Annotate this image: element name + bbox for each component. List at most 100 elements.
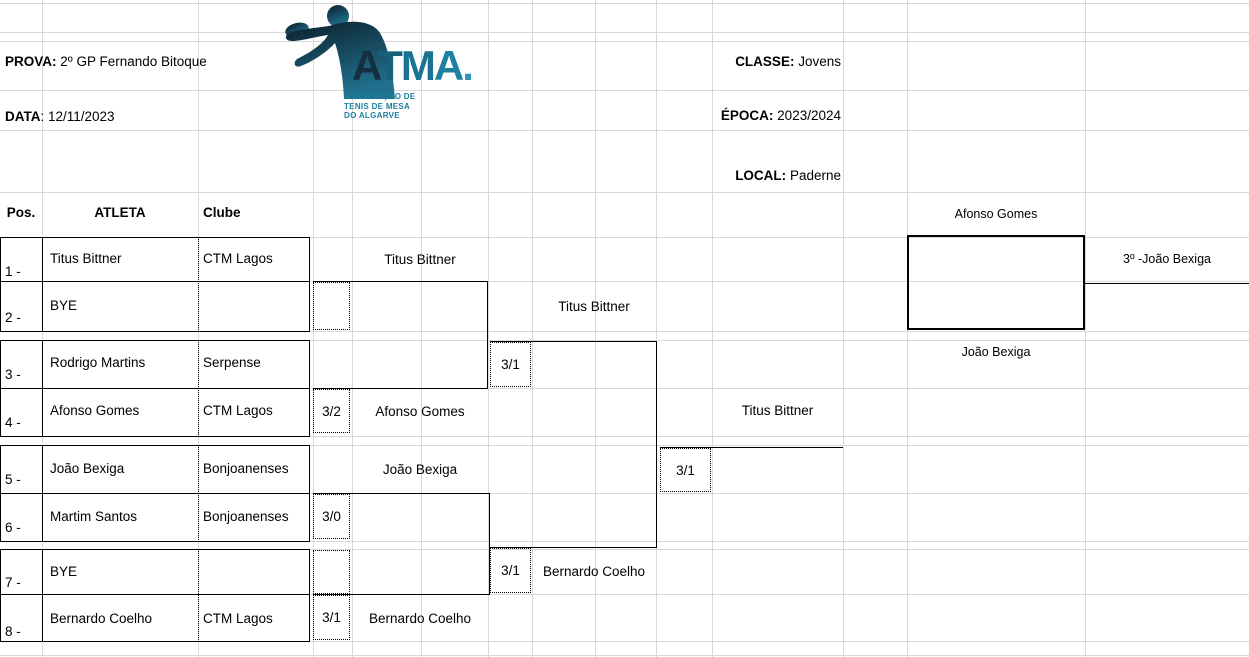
- score-box-qf2[interactable]: 3/2: [313, 389, 350, 433]
- pos-label: 3 -: [5, 367, 21, 382]
- sf1-winner-cell[interactable]: Titus Bittner: [558, 299, 630, 314]
- epoca-cell[interactable]: ÉPOCA: 2023/2024: [441, 107, 841, 125]
- qf1-winner-cell[interactable]: Titus Bittner: [384, 252, 456, 267]
- bracket-line-final: [660, 447, 843, 448]
- gridline-vertical: [421, 0, 422, 657]
- gridline-horizontal: [0, 655, 1249, 656]
- score-box-empty[interactable]: [313, 550, 350, 594]
- player-name-cell[interactable]: Afonso Gomes: [50, 403, 140, 418]
- pos-label: 2 -: [5, 310, 21, 325]
- player-name-cell[interactable]: Martim Santos: [50, 509, 138, 524]
- match-3-pos-border: [42, 445, 43, 542]
- pos-label: 7 -: [5, 575, 21, 590]
- third-place-top-cell[interactable]: Afonso Gomes: [954, 207, 1038, 221]
- bracket-line-qf4: [313, 594, 490, 595]
- col-header-clube[interactable]: Clube: [203, 205, 241, 220]
- gridline-vertical: [656, 0, 657, 657]
- atma-wordmark-letter: .: [462, 42, 474, 89]
- gridline-vertical: [843, 0, 844, 657]
- col-header-atleta[interactable]: ATLETA: [94, 205, 146, 220]
- local-label: LOCAL:: [735, 168, 787, 183]
- local-cell[interactable]: LOCAL: Paderne: [441, 167, 841, 185]
- gridline-horizontal: [0, 32, 1249, 33]
- score-box-sf1[interactable]: 3/1: [490, 342, 531, 387]
- match-1-club-separator: [198, 237, 199, 332]
- final-winner-cell[interactable]: Titus Bittner: [741, 403, 814, 418]
- gridline-horizontal: [0, 541, 1249, 542]
- match-box-4: [0, 549, 310, 642]
- epoca-label: ÉPOCA:: [720, 108, 774, 123]
- gridline-vertical: [488, 0, 489, 657]
- player-name-cell[interactable]: Titus Bittner: [50, 251, 122, 266]
- gridline-horizontal: [0, 3, 1249, 4]
- match-4-divider: [0, 594, 310, 595]
- atma-subtitle-line: DO ALGARVE: [344, 111, 400, 120]
- sf2-winner-cell[interactable]: Bernardo Coelho: [542, 564, 646, 579]
- gridline-horizontal: [0, 388, 1249, 389]
- match-2-divider: [0, 388, 310, 389]
- match-2-pos-border: [42, 340, 43, 437]
- score-box-qf4[interactable]: 3/1: [313, 595, 350, 640]
- gridline-horizontal: [0, 90, 1249, 91]
- player-club-cell[interactable]: Bonjoanenses: [203, 461, 289, 476]
- gridline-vertical: [352, 0, 353, 657]
- atma-wordmark-letter: A: [433, 42, 464, 89]
- gridline-horizontal: [0, 594, 1249, 595]
- gridline-vertical: [595, 0, 596, 657]
- bracket-line-qf34-join: [489, 493, 490, 595]
- gridline-vertical: [712, 0, 713, 657]
- classe-label: CLASSE:: [735, 54, 795, 69]
- third-place-bottom-cell[interactable]: João Bexiga: [961, 345, 1031, 359]
- atma-subtitle-line: TENIS DE MESA: [344, 101, 411, 111]
- player-name-cell[interactable]: João Bexiga: [50, 461, 125, 476]
- player-name-cell[interactable]: BYE: [50, 564, 78, 579]
- local-value: Paderne: [789, 168, 841, 183]
- match-3-club-separator: [198, 445, 199, 542]
- qf3-winner-cell[interactable]: João Bexiga: [382, 462, 458, 477]
- epoca-value: 2023/2024: [777, 108, 841, 123]
- prova-value: 2º GP Fernando Bitoque: [60, 54, 207, 69]
- player-name-cell[interactable]: BYE: [50, 298, 78, 313]
- player-name-cell[interactable]: Rodrigo Martins: [50, 355, 146, 370]
- gridline-horizontal: [0, 445, 1249, 446]
- qf4-winner-cell[interactable]: Bernardo Coelho: [368, 611, 472, 626]
- gridline-horizontal: [0, 281, 1249, 282]
- player-name-cell[interactable]: Bernardo Coelho: [50, 611, 153, 626]
- gridline-horizontal: [0, 41, 1249, 42]
- bracket-line-qf12-join: [487, 281, 488, 389]
- prova-cell[interactable]: PROVA: 2º GP Fernando Bitoque: [5, 53, 207, 71]
- atma-wordmark-letter: T: [377, 42, 403, 89]
- gridline-horizontal: [0, 493, 1249, 494]
- player-club-cell[interactable]: Serpense: [203, 355, 261, 370]
- match-2-club-separator: [198, 340, 199, 437]
- player-club-cell[interactable]: CTM Lagos: [203, 251, 273, 266]
- score-box-qf1[interactable]: [313, 282, 350, 330]
- gridline-horizontal: [0, 641, 1249, 642]
- gridline-horizontal: [0, 331, 1249, 332]
- bracket-line-sf-join: [656, 341, 657, 548]
- score-box-qf3[interactable]: 3/0: [313, 494, 350, 539]
- score-box-final[interactable]: 3/1: [660, 448, 711, 492]
- pos-label: 5 -: [5, 472, 21, 487]
- qf2-winner-cell[interactable]: Afonso Gomes: [375, 404, 465, 419]
- third-place-result-cell[interactable]: 3º -João Bexiga: [1123, 252, 1211, 266]
- atma-wordmark-letter: M: [400, 42, 436, 89]
- bracket-line-qf3: [313, 493, 490, 494]
- player-club-cell[interactable]: CTM Lagos: [203, 611, 273, 626]
- match-4-pos-border: [42, 549, 43, 642]
- data-cell[interactable]: DATA: 12/11/2023: [5, 108, 115, 126]
- data-label: DATA: [5, 109, 41, 124]
- score-box-sf2[interactable]: 3/1: [490, 548, 531, 593]
- classe-cell[interactable]: CLASSE: Jovens: [441, 53, 841, 71]
- data-value: : 12/11/2023: [40, 109, 115, 124]
- gridline-horizontal: [0, 340, 1249, 341]
- col-header-pos[interactable]: Pos.: [6, 205, 36, 220]
- bracket-line-sf2: [490, 547, 657, 548]
- third-place-box: [907, 235, 1085, 330]
- match-1-pos-border: [42, 237, 43, 332]
- pos-label: 4 -: [5, 415, 21, 430]
- classe-value: Jovens: [798, 54, 841, 69]
- player-club-cell[interactable]: Bonjoanenses: [203, 509, 289, 524]
- player-club-cell[interactable]: CTM Lagos: [203, 403, 273, 418]
